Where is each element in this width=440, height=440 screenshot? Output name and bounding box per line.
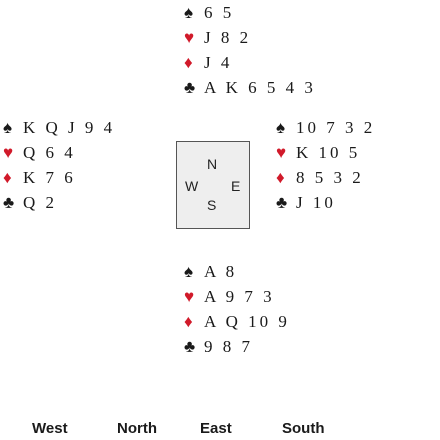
diamond-icon: ♦ <box>276 168 285 187</box>
west-spades-cards: K Q J 9 4 <box>23 118 116 137</box>
east-hand: ♠ 10 7 3 2 ♥ K 10 5 ♦ 8 5 3 2 ♣ J 10 <box>276 118 436 218</box>
compass-box: N W E S <box>176 141 250 229</box>
east-spades-row: ♠ 10 7 3 2 <box>276 118 375 138</box>
south-diamonds-cards: A Q 10 9 <box>204 312 290 331</box>
heart-icon: ♥ <box>184 287 195 306</box>
spade-icon: ♠ <box>276 118 286 137</box>
south-spades-row: ♠ A 8 <box>184 262 237 282</box>
club-icon: ♣ <box>276 193 288 212</box>
east-diamonds-cards: 8 5 3 2 <box>296 168 364 187</box>
compass-west-label: W <box>185 178 199 194</box>
bidding-header-west: West <box>32 420 68 437</box>
north-spades-row: ♠ 6 5 <box>184 3 234 23</box>
compass-east-label: E <box>231 178 241 194</box>
north-clubs-row: ♣ A K 6 5 4 3 <box>184 78 316 98</box>
east-diamonds-row: ♦ 8 5 3 2 <box>276 168 364 188</box>
diamond-icon: ♦ <box>184 53 193 72</box>
west-diamonds-row: ♦ K 7 6 <box>3 168 76 188</box>
club-icon: ♣ <box>184 78 196 97</box>
spade-icon: ♠ <box>3 118 13 137</box>
west-hearts-row: ♥ Q 6 4 <box>3 143 76 163</box>
south-spades-cards: A 8 <box>204 262 238 281</box>
east-hearts-row: ♥ K 10 5 <box>276 143 360 163</box>
club-icon: ♣ <box>3 193 15 212</box>
north-hand: ♠ 6 5 ♥ J 8 2 ♦ J 4 ♣ A K 6 5 4 3 <box>184 3 334 103</box>
west-spades-row: ♠ K Q J 9 4 <box>3 118 115 138</box>
heart-icon: ♥ <box>184 28 195 47</box>
compass-north-label: N <box>207 156 218 172</box>
south-hand: ♠ A 8 ♥ A 9 7 3 ♦ A Q 10 9 ♣ 9 8 7 <box>184 262 334 362</box>
east-clubs-row: ♣ J 10 <box>276 193 336 213</box>
south-clubs-cards: 9 8 7 <box>204 337 253 356</box>
diamond-icon: ♦ <box>184 312 193 331</box>
south-diamonds-row: ♦ A Q 10 9 <box>184 312 290 332</box>
north-spades-cards: 6 5 <box>204 3 235 22</box>
west-hand: ♠ K Q J 9 4 ♥ Q 6 4 ♦ K 7 6 ♣ Q 2 <box>3 118 163 218</box>
north-clubs-cards: A K 6 5 4 3 <box>204 78 316 97</box>
heart-icon: ♥ <box>3 143 14 162</box>
spade-icon: ♠ <box>184 3 194 22</box>
compass-south-label: S <box>207 197 217 213</box>
north-diamonds-cards: J 4 <box>204 53 233 72</box>
diamond-icon: ♦ <box>3 168 12 187</box>
west-clubs-cards: Q 2 <box>23 193 58 212</box>
south-clubs-row: ♣ 9 8 7 <box>184 337 253 357</box>
south-hearts-row: ♥ A 9 7 3 <box>184 287 275 307</box>
east-hearts-cards: K 10 5 <box>296 143 361 162</box>
bidding-header-north: North <box>117 420 157 437</box>
club-icon: ♣ <box>184 337 196 356</box>
spade-icon: ♠ <box>184 262 194 281</box>
bidding-header-east: East <box>200 420 232 437</box>
east-clubs-cards: J 10 <box>296 193 336 212</box>
east-spades-cards: 10 7 3 2 <box>296 118 376 137</box>
north-hearts-cards: J 8 2 <box>204 28 252 47</box>
west-clubs-row: ♣ Q 2 <box>3 193 57 213</box>
west-diamonds-cards: K 7 6 <box>23 168 76 187</box>
north-hearts-row: ♥ J 8 2 <box>184 28 251 48</box>
west-hearts-cards: Q 6 4 <box>23 143 76 162</box>
heart-icon: ♥ <box>276 143 287 162</box>
bidding-header: West North East South <box>0 420 440 440</box>
bidding-header-south: South <box>282 420 325 437</box>
north-diamonds-row: ♦ J 4 <box>184 53 232 73</box>
south-hearts-cards: A 9 7 3 <box>204 287 275 306</box>
